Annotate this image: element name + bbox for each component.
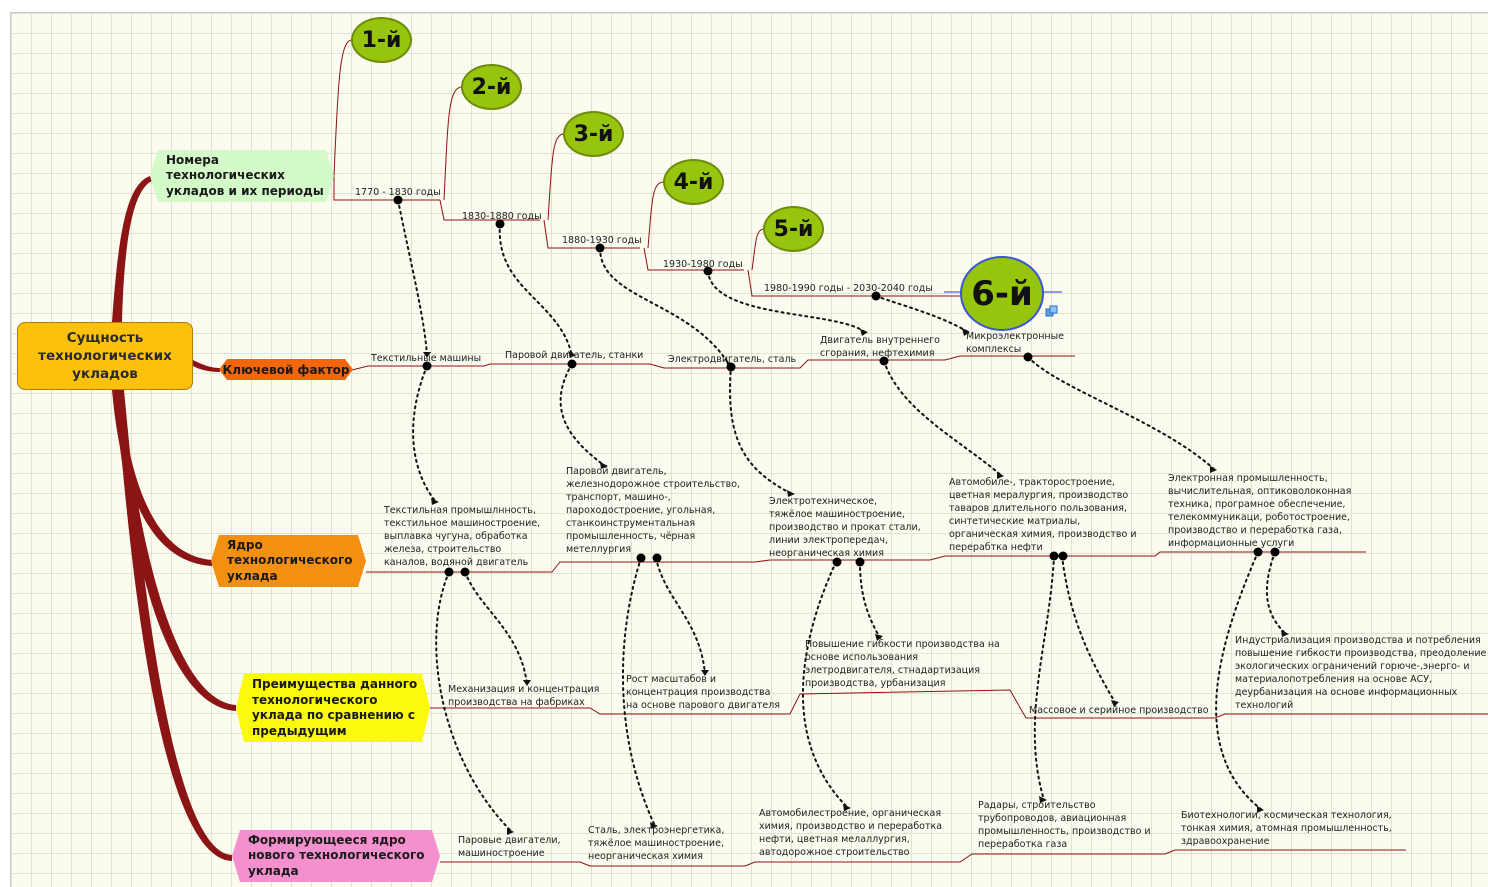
branch-to-new-core [116,390,232,861]
advantage-2: Рост масштабов и концентрация производст… [626,674,781,711]
core-1: Текстильная промышлнность, текстильное м… [384,505,541,568]
core-node[interactable]: Ядро технологического уклада [211,535,366,587]
period-label-1: 1770 - 1830 годы [355,187,441,198]
key-factor-3: Электродвигатель, сталь [668,354,797,365]
order-circle-3[interactable]: 3-й [563,111,624,157]
core-4: Автомобиле-, тракторостроение, цветная м… [949,477,1137,553]
new-core-4: Радары, строительство трубопроводов, ави… [978,800,1151,850]
order-circle-4[interactable]: 4-й [663,159,724,205]
order-circle-2[interactable]: 2-й [461,64,522,110]
core-2: Паровой двигатель, железнодорожное строи… [566,466,741,555]
order-link-5 [747,228,960,297]
periods-branch-line [333,176,440,201]
order-circle-6[interactable]: 6-й [960,256,1044,331]
key-factor-5: Микроэлектронные комплексы [966,331,1064,355]
core-line [366,551,1366,573]
key-factor-2: Паровой двигатель, станки [505,350,644,361]
order-link-3 [543,133,640,249]
order-link-2 [439,86,540,221]
advantages-node[interactable]: Преимущества данного технологического ук… [236,674,430,742]
branch-to-periods [112,176,152,322]
new-core-3: Автомобилестроение, органическая химия, … [759,808,943,858]
link-icon[interactable] [1045,302,1058,317]
new-core-node[interactable]: Формирующееся ядро нового технологическо… [232,830,440,882]
advantage-4: Массовое и серийное производство [1029,705,1209,716]
new-core-2: Сталь, электроэнергетика, тяжёлое машино… [588,825,725,862]
dotted-arrows [397,199,1287,833]
arrowheads [423,328,1289,835]
periods-node[interactable]: Номера технологических укладов и их пери… [150,150,334,202]
new-core-line [440,849,1406,867]
key-factor-1: Текстильные машины [371,353,482,364]
new-core-5: Биотехнологии, космическая технология, т… [1181,810,1392,847]
advantages-line [430,689,1488,719]
core-5: Электронная промышленность, вычислительн… [1168,473,1352,549]
period-label-4: 1930-1980 годы [663,259,743,270]
order-circle-1[interactable]: 1-й [351,17,412,63]
key-factor-line [351,355,1075,371]
period-label-5: 1980-1990 годы - 2030-2040 годы [764,283,933,294]
period-label-3: 1880-1930 годы [562,235,642,246]
order-circle-5[interactable]: 5-й [763,206,824,252]
key-factor-4: Двигатель внутреннего сгорания, нефтехим… [820,335,940,359]
advantage-1: Механизация и концентрация производства … [448,684,600,708]
new-core-1: Паровые двигатели, машиностроение [458,835,561,859]
period-label-2: 1830-1880 годы [462,211,542,222]
order-link-1 [333,39,353,177]
thin-lines [333,39,1488,867]
key-factor-node[interactable]: Ключевой фактор [219,359,353,380]
advantage-5: Индустриализация производства и потребле… [1235,635,1487,711]
junction-dots [393,195,1280,577]
branch-to-key-factor [193,360,220,372]
root-branches [112,176,236,861]
core-3: Электротехническое, тяжёлое машиностроен… [769,496,921,559]
advantage-3: Повышение гибкости производства на основ… [805,639,1000,689]
root-node[interactable]: Сущность технологических укладов [17,322,193,390]
